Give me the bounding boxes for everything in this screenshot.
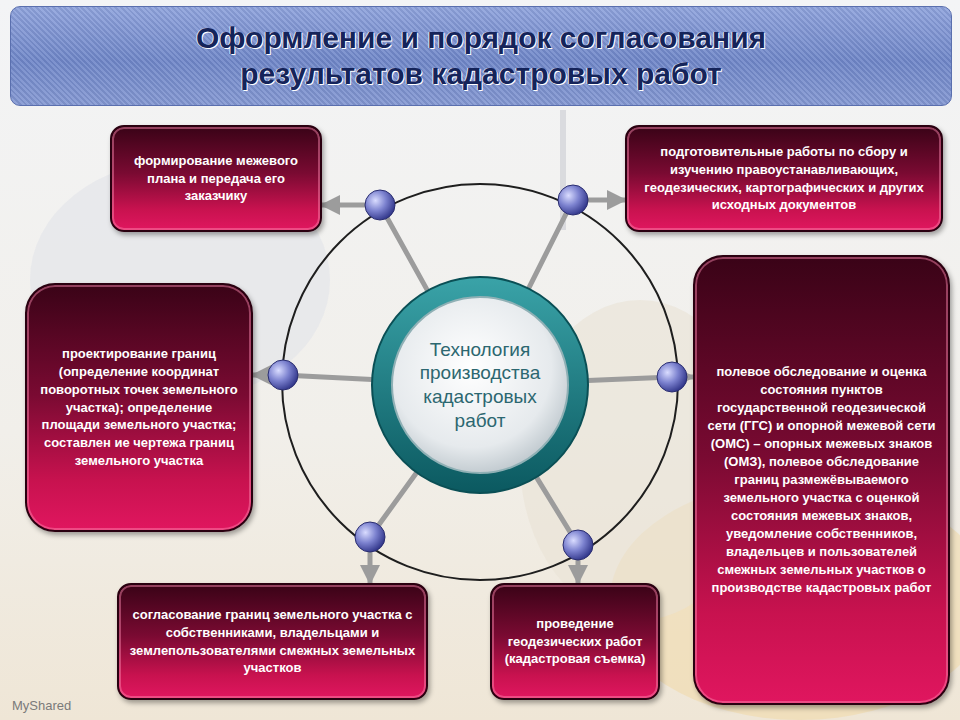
- process-box: полевое обследование и оценка состояния …: [693, 255, 950, 705]
- outer-ring: [372, 277, 588, 493]
- ring-dot: [558, 185, 588, 215]
- connector-arrow: [536, 477, 578, 583]
- center-text: Технология производства кадастровых рабо…: [405, 338, 555, 433]
- process-box: проектирование границ (определение коорд…: [25, 283, 253, 532]
- process-box: подготовительные работы по сбору и изуче…: [625, 125, 943, 232]
- center-circle: Технология производства кадастровых рабо…: [370, 275, 590, 495]
- title: Оформление и порядок согласования резуль…: [131, 20, 831, 92]
- ring-dot: [563, 530, 593, 560]
- box-text: формирование межевого плана и передача е…: [122, 152, 310, 206]
- inner-disc: [392, 297, 568, 473]
- box-text: проведение геодезических работ (кадастро…: [502, 615, 648, 669]
- process-box: формирование межевого плана и передача е…: [110, 125, 322, 232]
- box-text: полевое обследование и оценка состояния …: [705, 363, 938, 596]
- ring-dot: [657, 362, 687, 392]
- ring-dot: [268, 360, 298, 390]
- ring: [282, 184, 678, 580]
- box-text: проектирование границ (определение коорд…: [37, 345, 241, 471]
- ring-dot: [355, 522, 385, 552]
- ring-dot: [365, 190, 395, 220]
- title-band: Оформление и порядок согласования резуль…: [10, 6, 952, 106]
- circle-outline: [370, 275, 590, 495]
- box-text: согласование границ земельного участка с…: [129, 606, 416, 678]
- box-text: подготовительные работы по сбору и изуче…: [637, 143, 931, 215]
- watermark: MyShared: [12, 698, 71, 713]
- process-box: согласование границ земельного участка с…: [117, 583, 428, 700]
- process-box: проведение геодезических работ (кадастро…: [490, 583, 660, 700]
